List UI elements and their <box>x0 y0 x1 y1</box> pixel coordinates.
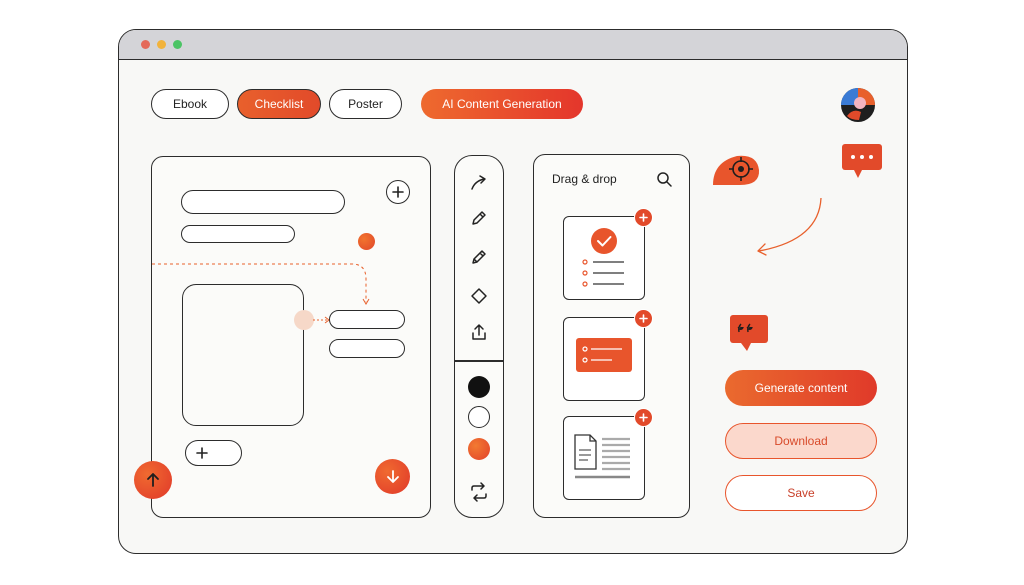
checklist-illustration-icon <box>582 228 624 287</box>
add-item-button[interactable] <box>185 440 242 466</box>
toolbar <box>454 155 504 518</box>
arrow-icon[interactable] <box>469 173 489 193</box>
share-icon[interactable] <box>469 322 489 342</box>
plus-icon <box>639 314 648 323</box>
document-illustration-icon <box>574 434 630 479</box>
quote-icon <box>730 315 768 351</box>
pen-icon[interactable] <box>469 208 489 228</box>
checklist-template-card[interactable] <box>563 208 653 300</box>
chat-bubble-icon <box>842 144 882 178</box>
option-field-2[interactable] <box>329 339 405 358</box>
image-placeholder[interactable] <box>182 284 304 426</box>
maximize-dot[interactable] <box>173 40 182 49</box>
add-card-button[interactable] <box>634 408 653 427</box>
curved-arrow <box>757 197 822 256</box>
eraser-icon[interactable] <box>469 286 489 306</box>
scroll-up-button[interactable] <box>134 461 172 499</box>
canvas-panel[interactable] <box>151 156 431 518</box>
app-window: Ebook Checklist Poster AI Content Genera… <box>118 29 908 554</box>
arrow-up-icon <box>147 473 159 487</box>
plus-icon <box>196 447 208 459</box>
library-title: Drag & drop <box>552 172 617 186</box>
minimize-dot[interactable] <box>157 40 166 49</box>
scroll-down-button[interactable] <box>375 459 410 494</box>
target-icon <box>713 155 760 185</box>
generate-content-button[interactable]: Generate content <box>725 370 877 406</box>
component-library-panel: Drag & drop <box>533 154 690 518</box>
tab-poster[interactable]: Poster <box>329 89 402 119</box>
tab-ebook[interactable]: Ebook <box>151 89 229 119</box>
pencil-icon[interactable] <box>469 247 489 267</box>
swap-icon[interactable] <box>468 482 490 502</box>
text-block-placeholder[interactable] <box>181 190 345 214</box>
close-dot[interactable] <box>141 40 150 49</box>
form-illustration-icon <box>576 338 632 372</box>
ai-content-generation-button[interactable]: AI Content Generation <box>421 89 583 119</box>
plus-icon <box>392 186 404 198</box>
add-card-button[interactable] <box>634 208 653 227</box>
color-swatch-orange[interactable] <box>468 438 490 460</box>
document-template-card[interactable] <box>563 408 653 500</box>
title-bar <box>119 30 907 60</box>
plus-icon <box>639 213 648 222</box>
save-button[interactable]: Save <box>725 475 877 511</box>
color-swatch-white[interactable] <box>468 406 490 428</box>
plus-icon <box>639 413 648 422</box>
text-line-placeholder[interactable] <box>181 225 295 243</box>
option-field-1[interactable] <box>329 310 405 329</box>
drag-handle[interactable] <box>294 310 314 330</box>
download-button[interactable]: Download <box>725 423 877 459</box>
dashed-connector <box>152 263 370 305</box>
arrow-down-icon <box>386 469 399 483</box>
avatar[interactable] <box>839 86 877 124</box>
add-card-button[interactable] <box>634 309 653 328</box>
form-template-card[interactable] <box>563 309 653 401</box>
search-icon[interactable] <box>656 171 672 187</box>
add-element-button[interactable] <box>386 180 410 204</box>
toolbar-divider <box>455 360 503 362</box>
color-swatch-black[interactable] <box>468 376 490 398</box>
connector-dot[interactable] <box>358 233 375 250</box>
tab-checklist[interactable]: Checklist <box>237 89 321 119</box>
